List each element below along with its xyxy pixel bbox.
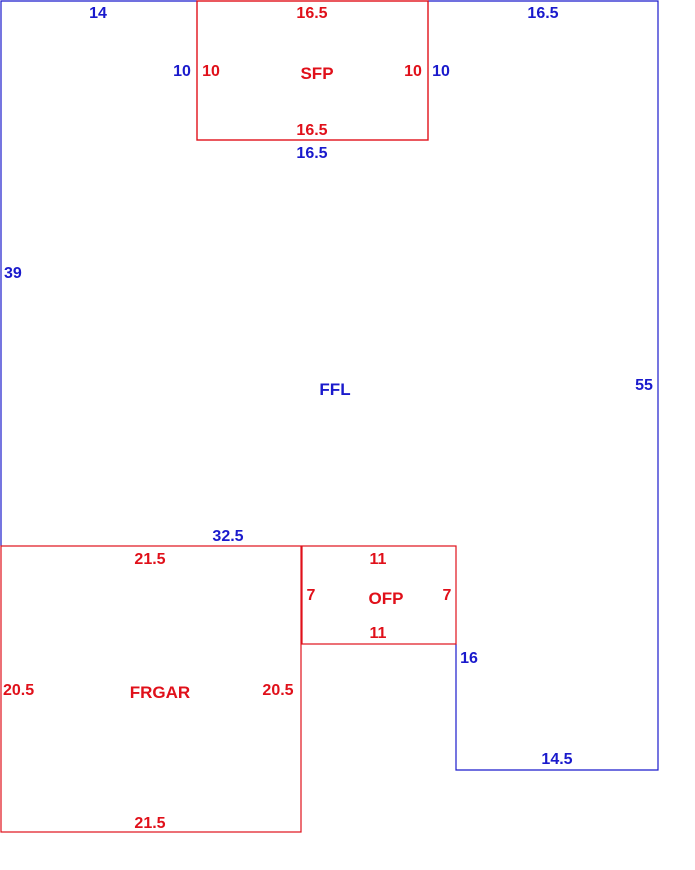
frgar-dim-left: 20.5 (3, 682, 34, 699)
ffl-dim-bottom-right: 14.5 (541, 751, 572, 768)
ofp-outline (301, 545, 457, 645)
sfp-dim-left: 10 (202, 63, 220, 80)
sfp-dim-bottom: 16.5 (296, 122, 327, 139)
ofp-dim-bottom: 11 (370, 625, 387, 642)
frgar-area-label: FRGAR (130, 683, 190, 702)
ffl-dim-bottom-left: 32.5 (212, 528, 243, 545)
frgar-dim-bottom: 21.5 (134, 815, 165, 832)
ofp-dim-top: 11 (370, 551, 387, 568)
ffl-dim-left: 39 (4, 265, 22, 282)
ffl-dim-sfp-left: 10 (173, 63, 191, 80)
ffl-dim-top-right: 16.5 (527, 5, 558, 22)
ffl-dim-right: 55 (635, 377, 653, 394)
frgar-dim-top: 21.5 (134, 551, 165, 568)
ofp-dim-left: 7 (307, 587, 316, 604)
ofp-area-label: OFP (369, 589, 404, 608)
ffl-dim-step: 16 (460, 650, 478, 667)
ffl-area (0, 0, 659, 771)
sfp-outline (196, 0, 429, 141)
ffl-outline (0, 0, 197, 546)
ffl-dim-sfp-right: 10 (432, 63, 450, 80)
ffl-outline-right (428, 0, 659, 771)
ffl-area-label: FFL (319, 380, 350, 399)
sfp-dim-top: 16.5 (296, 5, 327, 22)
ffl-dim-sfp-bottom: 16.5 (296, 145, 327, 162)
ffl-dim-top-left: 14 (89, 5, 107, 22)
frgar-dim-right: 20.5 (262, 682, 293, 699)
sfp-dim-right: 10 (404, 63, 422, 80)
sfp-area-label: SFP (300, 64, 333, 83)
frgar-outline (0, 545, 302, 833)
ofp-dim-right: 7 (443, 587, 452, 604)
